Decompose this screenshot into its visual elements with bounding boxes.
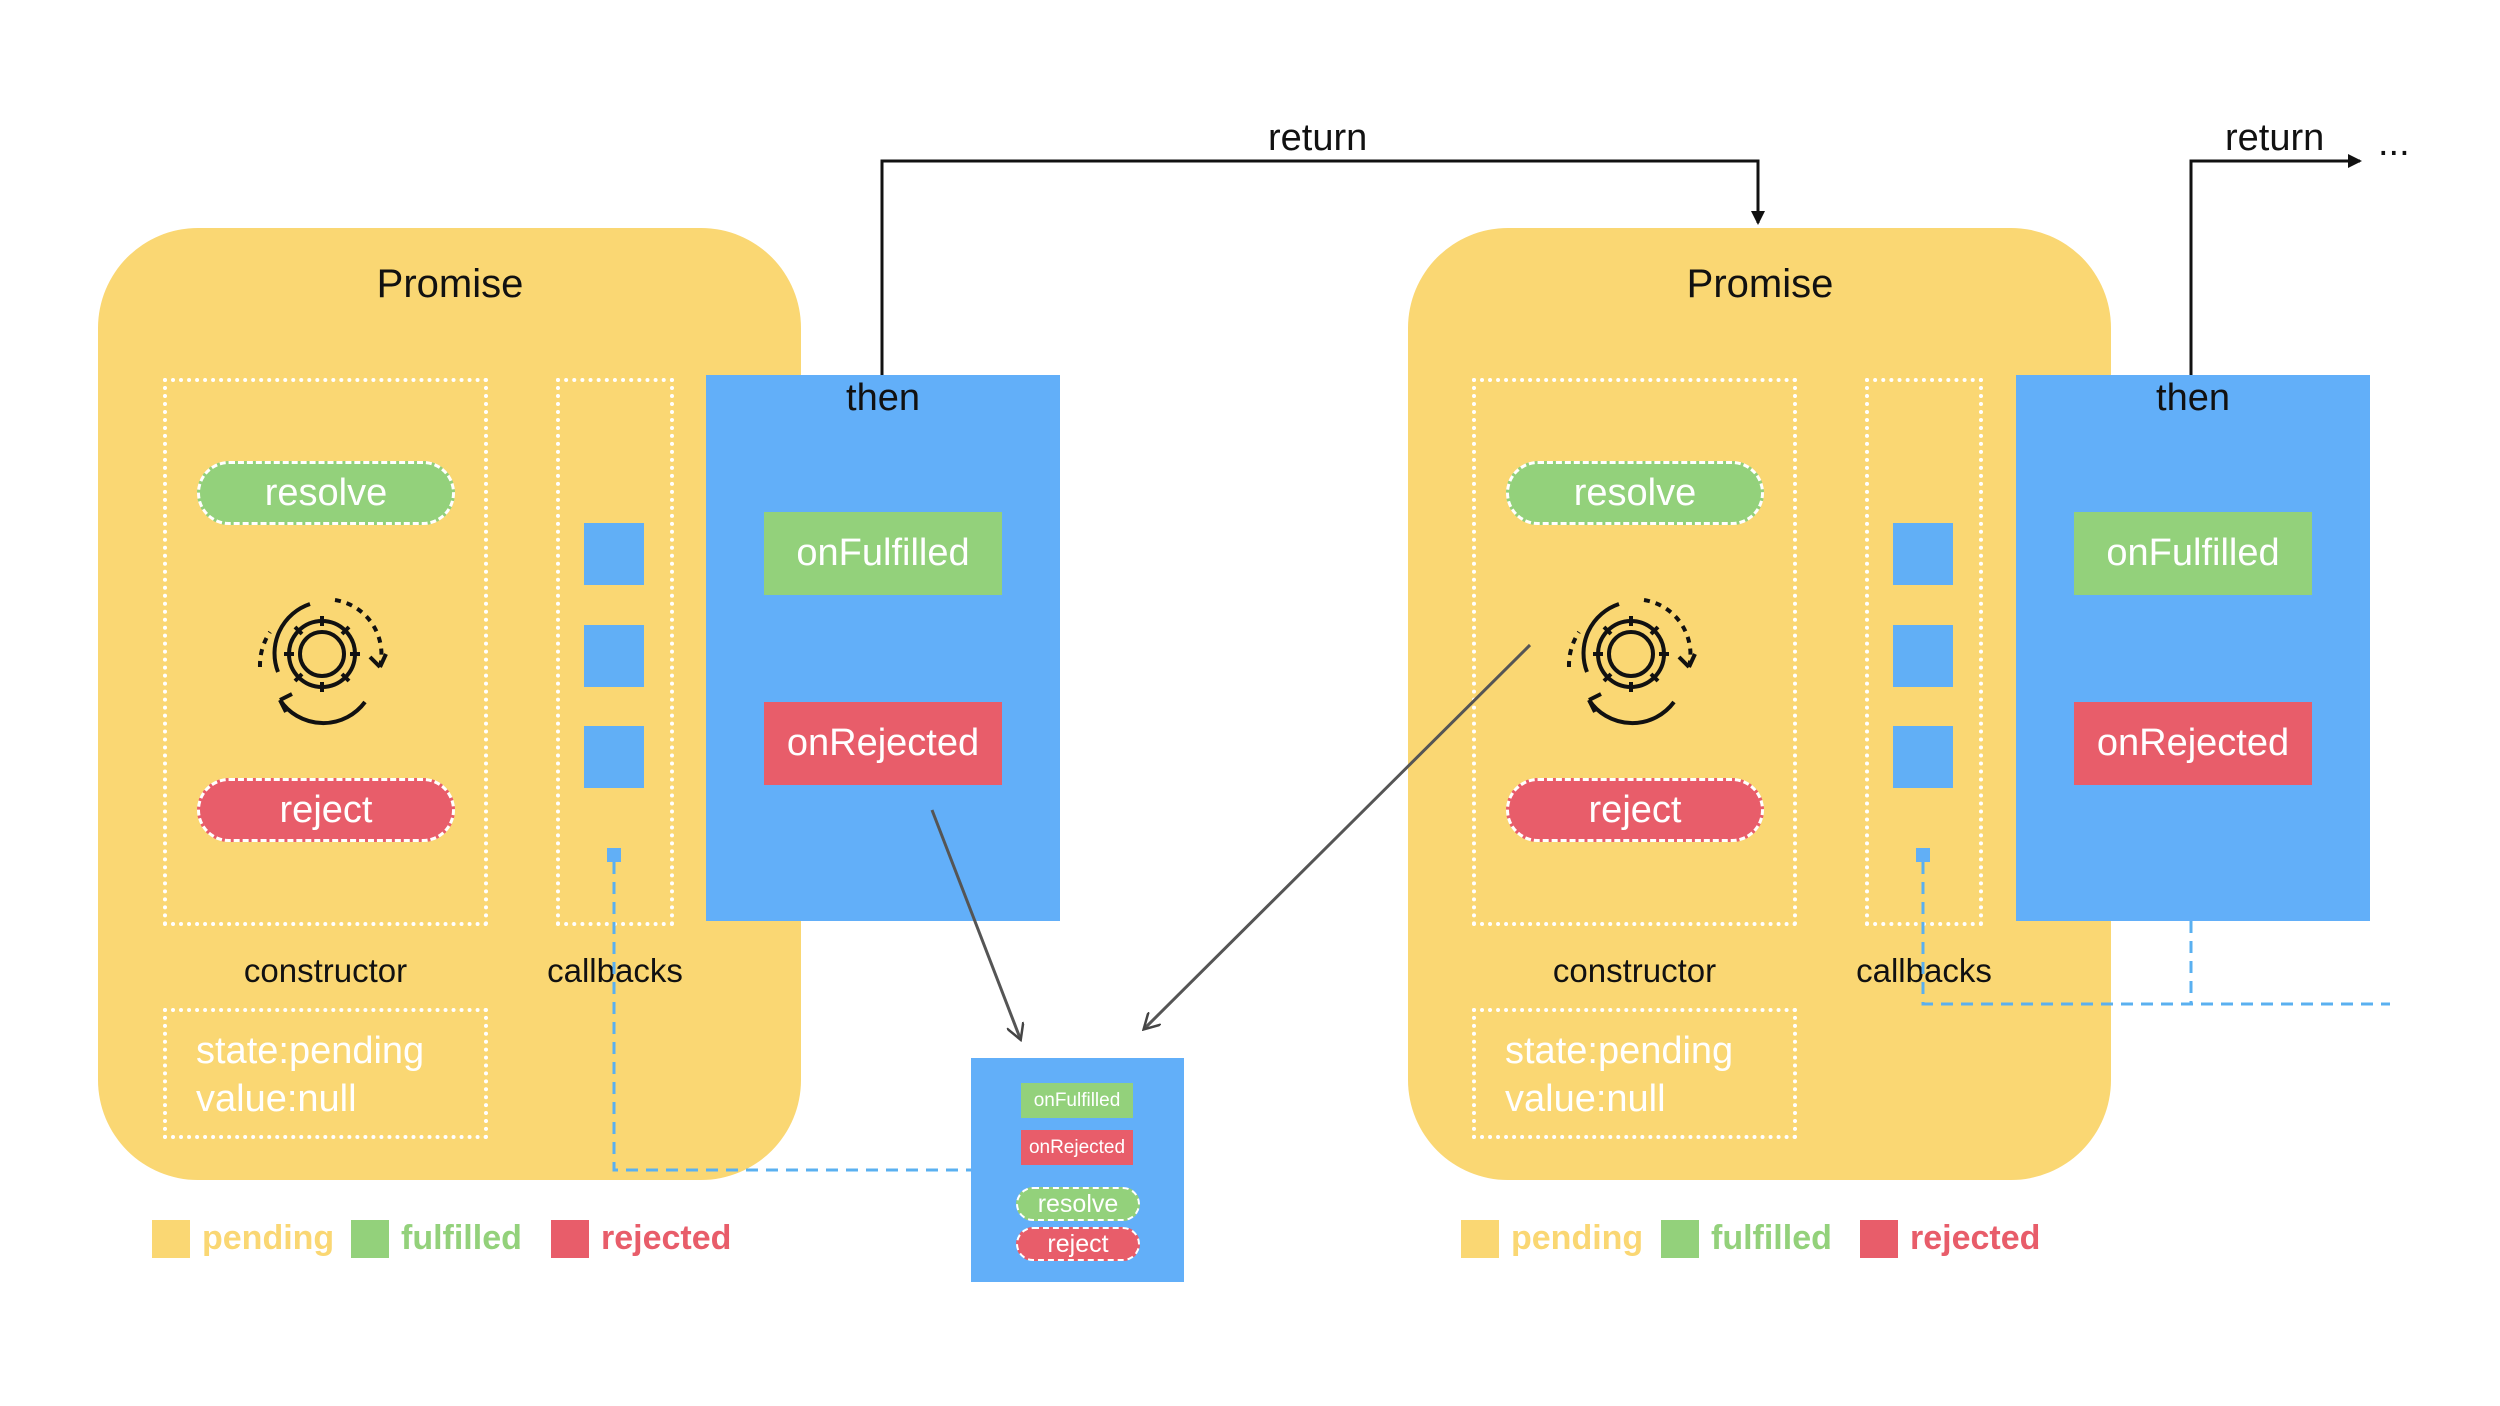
promise-left-title: Promise [376, 262, 524, 306]
legend-left-fulfilled-label: fulfilled [401, 1219, 522, 1257]
callback-item-resolve: resolve [1016, 1187, 1140, 1221]
promise-right-then-title: then [2156, 377, 2230, 419]
promise-right-value: value:null [1505, 1078, 1666, 1120]
promise-right-resolve-pill: resolve [1506, 461, 1764, 525]
promise-right-callback-slot [1893, 625, 1953, 687]
legend-left-pending-label: pending [202, 1219, 335, 1257]
legend-left-rejected-swatch [551, 1220, 589, 1258]
continuation-ellipsis: ... [2378, 122, 2410, 164]
promise-left-callbacks-label: callbacks [547, 952, 683, 989]
promise-right-constructor-label: constructor [1552, 952, 1717, 989]
gear-cycle-icon [1549, 572, 1719, 737]
promise-left-value: value:null [196, 1078, 357, 1120]
promise-right-callback-slot [1893, 523, 1953, 585]
promise-left-callback-slot [584, 523, 644, 585]
promise-right-callback-dot [1916, 848, 1930, 862]
return-arrow-2 [2189, 154, 2362, 375]
callback-item-onfulfilled: onFulfilled [1021, 1083, 1133, 1118]
promise-left-resolve-pill: resolve [197, 461, 455, 525]
promise-left-onfulfilled: onFulfilled [764, 512, 1002, 595]
promise-left-then-title: then [846, 377, 920, 419]
legend-right-fulfilled-swatch [1661, 1220, 1699, 1258]
legend-right-fulfilled-label: fulfilled [1711, 1219, 1832, 1257]
legend-left-fulfilled-swatch [351, 1220, 389, 1258]
legend-right-rejected-swatch [1860, 1220, 1898, 1258]
callback-item-reject: reject [1016, 1227, 1140, 1261]
promise-left-callback-slot [584, 726, 644, 788]
return-label-2: return [2225, 117, 2325, 159]
promise-left-then-box: then [706, 375, 1060, 921]
callback-item-onrejected: onRejected [1021, 1130, 1133, 1165]
promise-right-reject-pill: reject [1506, 778, 1764, 842]
legend-right-pending-label: pending [1511, 1219, 1644, 1257]
legend-right-rejected-label: rejected [1910, 1219, 2041, 1257]
promise-left-callback-dot [607, 848, 621, 862]
promise-right-callback-slot [1893, 726, 1953, 788]
promise-right-then-box: then [2016, 375, 2370, 921]
promise-left-state-box [163, 1008, 488, 1139]
promise-right-callbacks-label: callbacks [1856, 952, 1992, 989]
promise-left-state: state:pending [196, 1030, 425, 1072]
promise-left-callback-slot [584, 625, 644, 687]
promise-left-onrejected: onRejected [764, 702, 1002, 785]
promise-right-state-box [1472, 1008, 1797, 1139]
promise-right-state: state:pending [1505, 1030, 1734, 1072]
return-label-1: return [1268, 117, 1368, 159]
legend-left-rejected-label: rejected [601, 1219, 732, 1257]
promise-right-title: Promise [1686, 262, 1834, 306]
promise-left-reject-pill: reject [197, 778, 455, 842]
promise-left-constructor-box [163, 378, 488, 926]
legend-left-pending-swatch [152, 1220, 190, 1258]
promise-right-onrejected: onRejected [2074, 702, 2312, 785]
promise-right-onfulfilled: onFulfilled [2074, 512, 2312, 595]
legend-right-pending-swatch [1461, 1220, 1499, 1258]
promise-left-constructor-label: constructor [243, 952, 408, 989]
gear-cycle-icon [240, 572, 410, 737]
